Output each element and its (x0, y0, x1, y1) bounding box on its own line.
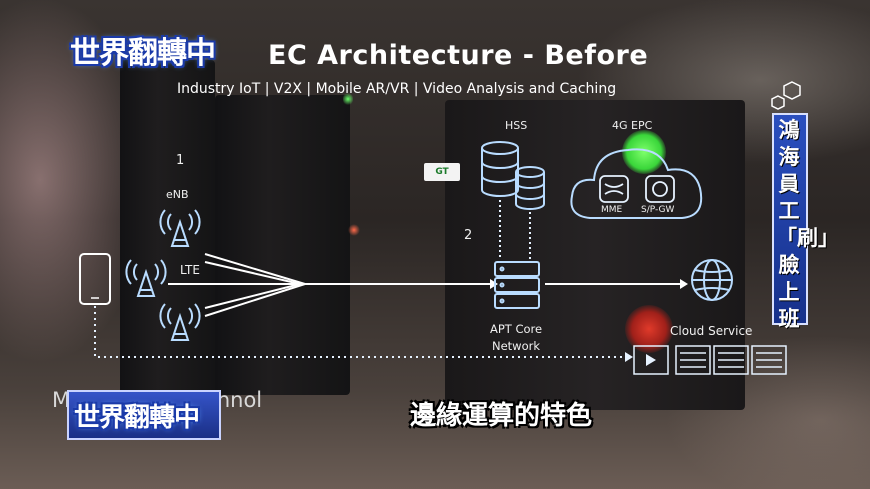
lte-links (168, 253, 490, 317)
mme-label: MME (601, 205, 623, 215)
mme-icon (599, 175, 629, 203)
show-logo-top: 世界翻轉中 (70, 36, 216, 71)
epc-label: 4G EPC (612, 119, 653, 132)
antenna-icon-bottom (159, 303, 201, 341)
database-icon-small (515, 166, 545, 210)
database-icon-large (481, 141, 519, 197)
side-headline-banner (772, 113, 808, 325)
server-rack-left (120, 60, 215, 420)
phone-icon (79, 253, 111, 305)
server-rack-middle (215, 95, 350, 395)
antenna-icon-middle (125, 259, 167, 297)
globe-icon (691, 259, 733, 301)
show-logo-bottom: 世界翻轉中 (74, 403, 200, 433)
server-rack-right (445, 100, 745, 410)
show-logo-box (67, 390, 221, 440)
core-network-icon (494, 261, 540, 309)
small-red-light (348, 224, 360, 236)
hss-label: HSS (505, 119, 528, 132)
green-light (622, 130, 666, 174)
hexagon-decoration (771, 81, 801, 110)
core-network-label-line2: Network (492, 339, 541, 353)
epc-cloud-icon (570, 148, 703, 219)
enb-label: eNB (166, 188, 189, 201)
red-light (625, 305, 673, 353)
lte-label: LTE (180, 263, 200, 277)
cloud-service-tiles (633, 345, 787, 375)
step-one-label: 1 (176, 153, 185, 168)
gateway-icon (645, 175, 675, 203)
side-headline-text: 鴻海員工「刷」臉上班 (776, 118, 839, 331)
spgw-label: S/P-GW (641, 205, 675, 215)
step-two-label: 2 (464, 228, 473, 243)
chinese-subtitle: 邊緣運算的特色 (410, 401, 593, 431)
slide-title: EC Architecture - Before (268, 40, 649, 71)
core-network-label-line1: APT Core (490, 322, 543, 336)
slide-subtitle: Industry IoT | V2X | Mobile AR/VR | Vide… (177, 81, 617, 97)
cloud-service-label: Cloud Service (670, 324, 753, 338)
small-green-light (343, 92, 353, 106)
antenna-icon-top (159, 209, 201, 247)
sponsor-badge: GT (424, 163, 460, 181)
